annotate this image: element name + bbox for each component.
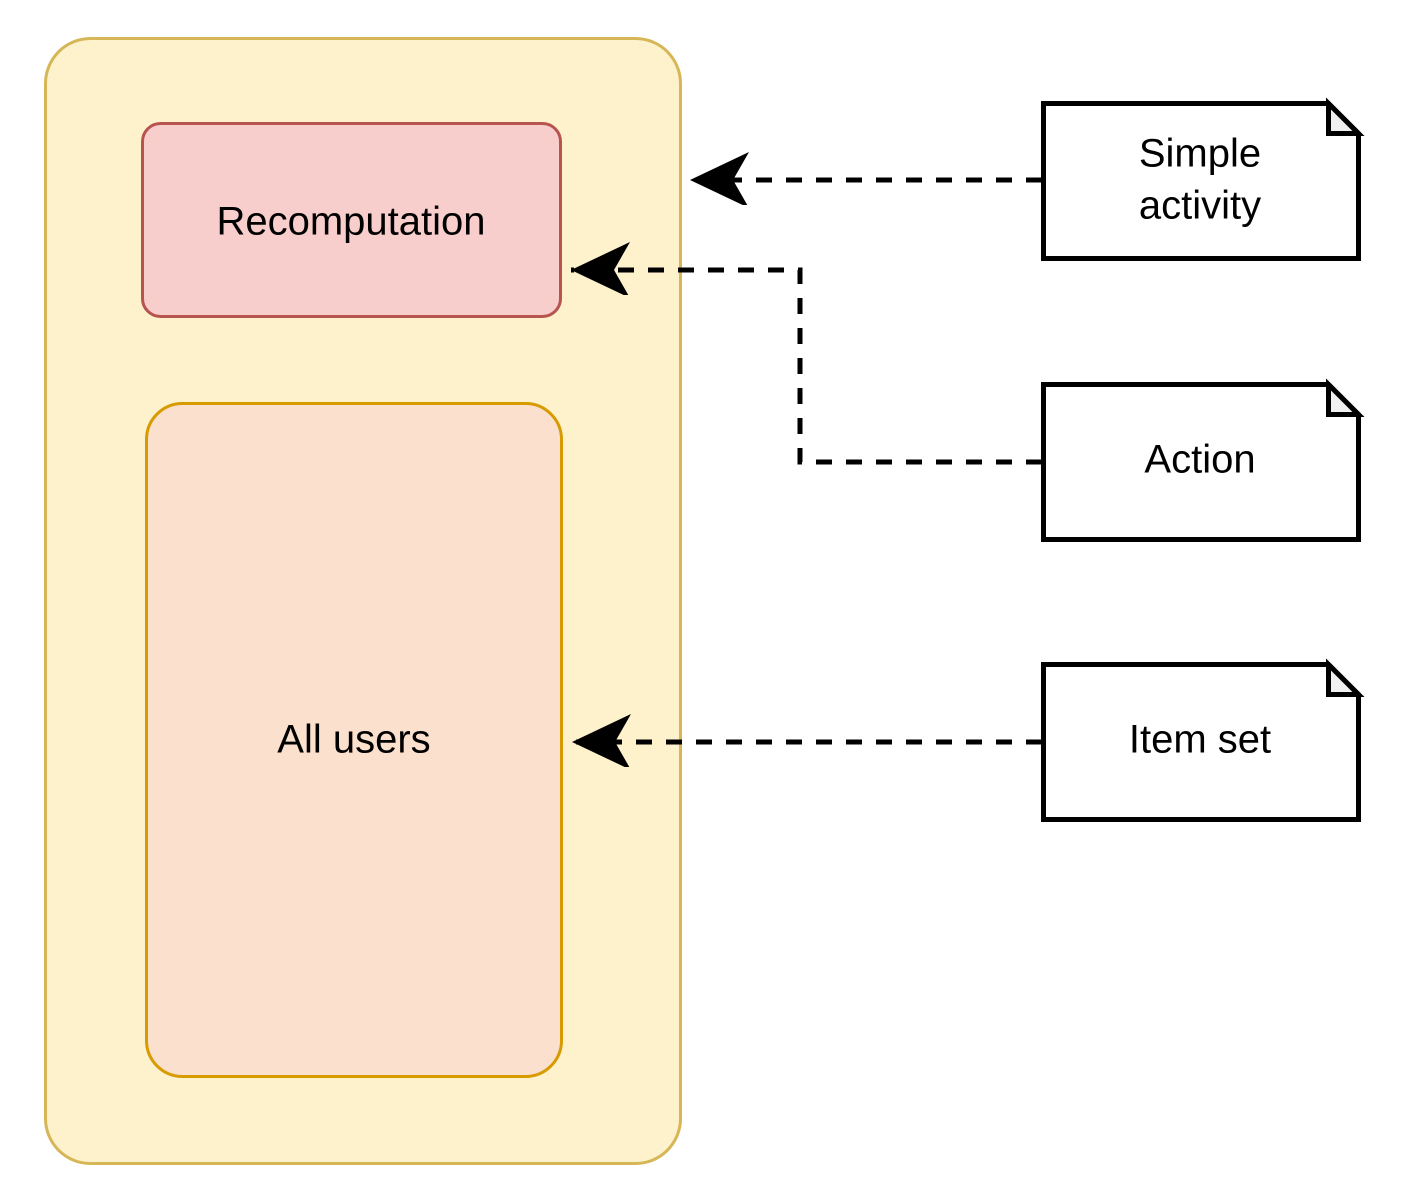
node-recomputation[interactable]: Recomputation: [141, 122, 562, 318]
note-item-set-fold-icon: [1326, 658, 1365, 697]
note-simple-activity-label-line2: activity: [1139, 184, 1261, 228]
node-all-users[interactable]: All users: [145, 402, 563, 1078]
note-action-label-line1: Action: [1144, 438, 1255, 482]
recomputation-rect[interactable]: [141, 122, 562, 318]
note-simple-activity-label-line1: Simple: [1139, 132, 1261, 176]
all-users-label: All users: [277, 718, 430, 762]
note-action-body[interactable]: [1041, 382, 1361, 542]
note-action-fold-icon: [1326, 378, 1365, 417]
note-item-set-label-line1: Item set: [1129, 718, 1271, 762]
note-simple-activity-fold-icon: [1326, 97, 1365, 136]
note-item-set-body[interactable]: [1041, 662, 1361, 822]
note-simple-activity-body[interactable]: [1041, 101, 1361, 261]
edge-action[interactable]: [571, 270, 1042, 465]
note-action[interactable]: Action: [1041, 378, 1365, 542]
note-simple-activity[interactable]: Simple activity: [1041, 97, 1365, 261]
all-users-rect[interactable]: [145, 402, 563, 1078]
edge-action-path[interactable]: [571, 270, 1042, 465]
note-item-set[interactable]: Item set: [1041, 658, 1365, 822]
recomputation-label: Recomputation: [216, 200, 485, 244]
